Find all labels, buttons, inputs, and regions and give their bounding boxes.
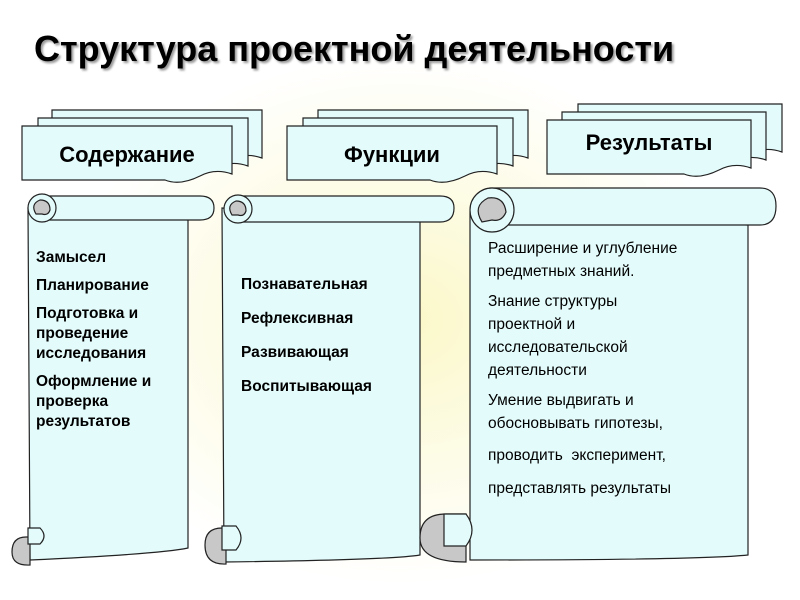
functions-list: Познавательная Рефлексивная Развивающая … [241, 275, 419, 405]
list-item: Рефлексивная [241, 310, 354, 327]
scroll-results [419, 187, 777, 563]
header-results-label: Результаты [585, 130, 713, 155]
content-list: Замысел Планирование Подготовка и провед… [36, 248, 188, 440]
list-item: проводить эксперимент, [488, 447, 666, 464]
list-item: Знание структуры проектной и исследовате… [488, 293, 628, 379]
results-list: Расширение и углубление предметных знани… [488, 237, 738, 510]
list-item: Познавательная [241, 276, 368, 293]
list-item: Планирование [36, 277, 149, 294]
header-functions-label: Функции [344, 142, 440, 167]
list-item: Подготовка и проведение исследования [36, 305, 147, 362]
list-item: Развивающая [241, 344, 349, 361]
scroll-content [11, 193, 215, 566]
list-item: Замысел [36, 249, 107, 266]
list-item: Умение выдвигать и обосновывать гипотезы… [488, 392, 663, 432]
scroll-functions [204, 194, 455, 565]
header-functions-stack [286, 109, 529, 183]
list-item: Расширение и углубление предметных знани… [488, 240, 678, 280]
list-item: представлять результаты [488, 480, 672, 497]
header-content-stack [21, 109, 263, 183]
header-content-label: Содержание [59, 142, 195, 167]
header-results-stack [546, 103, 783, 177]
page-title: Структура проектной деятельности [34, 28, 675, 69]
list-item: Воспитывающая [241, 378, 372, 395]
list-item: Оформление и проверка результатов [36, 373, 152, 430]
